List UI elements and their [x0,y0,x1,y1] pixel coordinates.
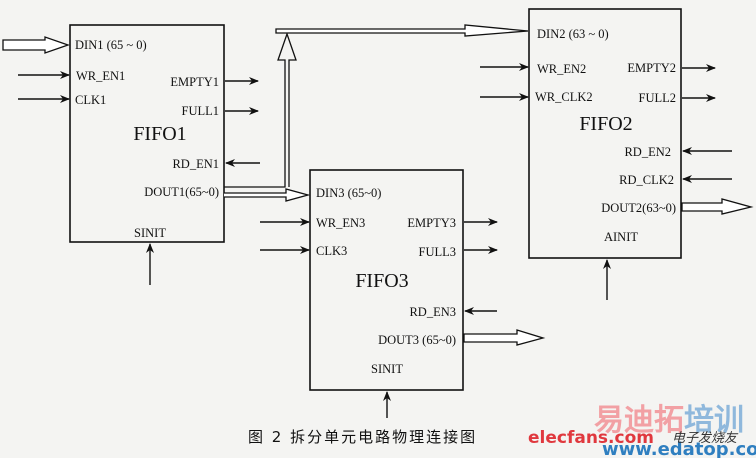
fifo2-dout-label: DOUT2(63~0) [601,201,676,215]
fifo2-block: DIN2 (63 ~ 0) WR_EN2 WR_CLK2 EMPTY2 FULL… [528,8,682,259]
fifo2-rd-clk-label: RD_CLK2 [619,173,674,187]
fifo3-block: DIN3 (65~0) WR_EN3 CLK3 EMPTY3 FULL3 FIF… [309,169,464,391]
fifo3-wr-en-label: WR_EN3 [316,216,365,230]
fifo3-dout-label: DOUT3 (65~0) [378,333,456,347]
watermark-cn-blue: 培训 [684,403,744,438]
fifo3-full-label: FULL3 [419,245,457,259]
fifo3-box [309,169,464,391]
fifo1-full-label: FULL1 [182,104,220,118]
fifo1-init-label: SINIT [134,226,166,240]
watermark: 易迪拓 培训 elecfans.com www.edatop.com 电子发烧友 [528,403,756,458]
fifo1-title: FIFO1 [133,123,186,145]
figure-caption: 图 2 拆分单元电路物理连接图 [248,428,477,446]
fifo3-empty-label: EMPTY3 [407,216,456,230]
fifo1-box [69,24,225,243]
fifo1-clk-label: CLK1 [75,93,106,107]
fifo2-box [528,8,682,259]
fifo2-full-label: FULL2 [639,91,677,105]
fifo1-wr-en-label: WR_EN1 [76,69,125,83]
fifo2-title: FIFO2 [579,113,632,135]
fifo1-empty-label: EMPTY1 [170,75,219,89]
fifo1-din-label: DIN1 (65 ~ 0) [75,38,147,52]
fifo3-title: FIFO3 [355,270,408,292]
fifo1-block: DIN1 (65 ~ 0) WR_EN1 CLK1 EMPTY1 FULL1 F… [69,24,225,243]
fifo2-wr-en-label: WR_EN2 [537,62,586,76]
fifo2-rd-en-label: RD_EN2 [624,145,671,159]
dout1-bus [224,24,529,202]
fifo2-wr-clk-label: WR_CLK2 [535,90,593,104]
dout2-bus-arrow [681,198,754,215]
fifo3-clk-label: CLK3 [316,244,347,258]
fifo2-empty-label: EMPTY2 [627,61,676,75]
fifo2-din-label: DIN2 (63 ~ 0) [537,27,609,41]
watermark-site: elecfans.com [528,428,654,448]
fifo3-init-label: SINIT [371,362,403,376]
fifo3-rd-en-label: RD_EN3 [409,305,456,319]
fifo3-din-label: DIN3 (65~0) [316,186,381,200]
watermark-hand: 电子发烧友 [672,431,739,446]
fifo1-dout-label: DOUT1(65~0) [144,185,219,199]
fifo2-init-label: AINIT [604,230,638,244]
watermark-cn-red: 易迪拓 [594,403,684,438]
watermark-url: www.edatop.com [602,439,756,458]
fifo1-rd-en-label: RD_EN1 [172,157,219,171]
dout3-bus-arrow [463,329,546,346]
din1-bus-arrow [2,36,70,54]
